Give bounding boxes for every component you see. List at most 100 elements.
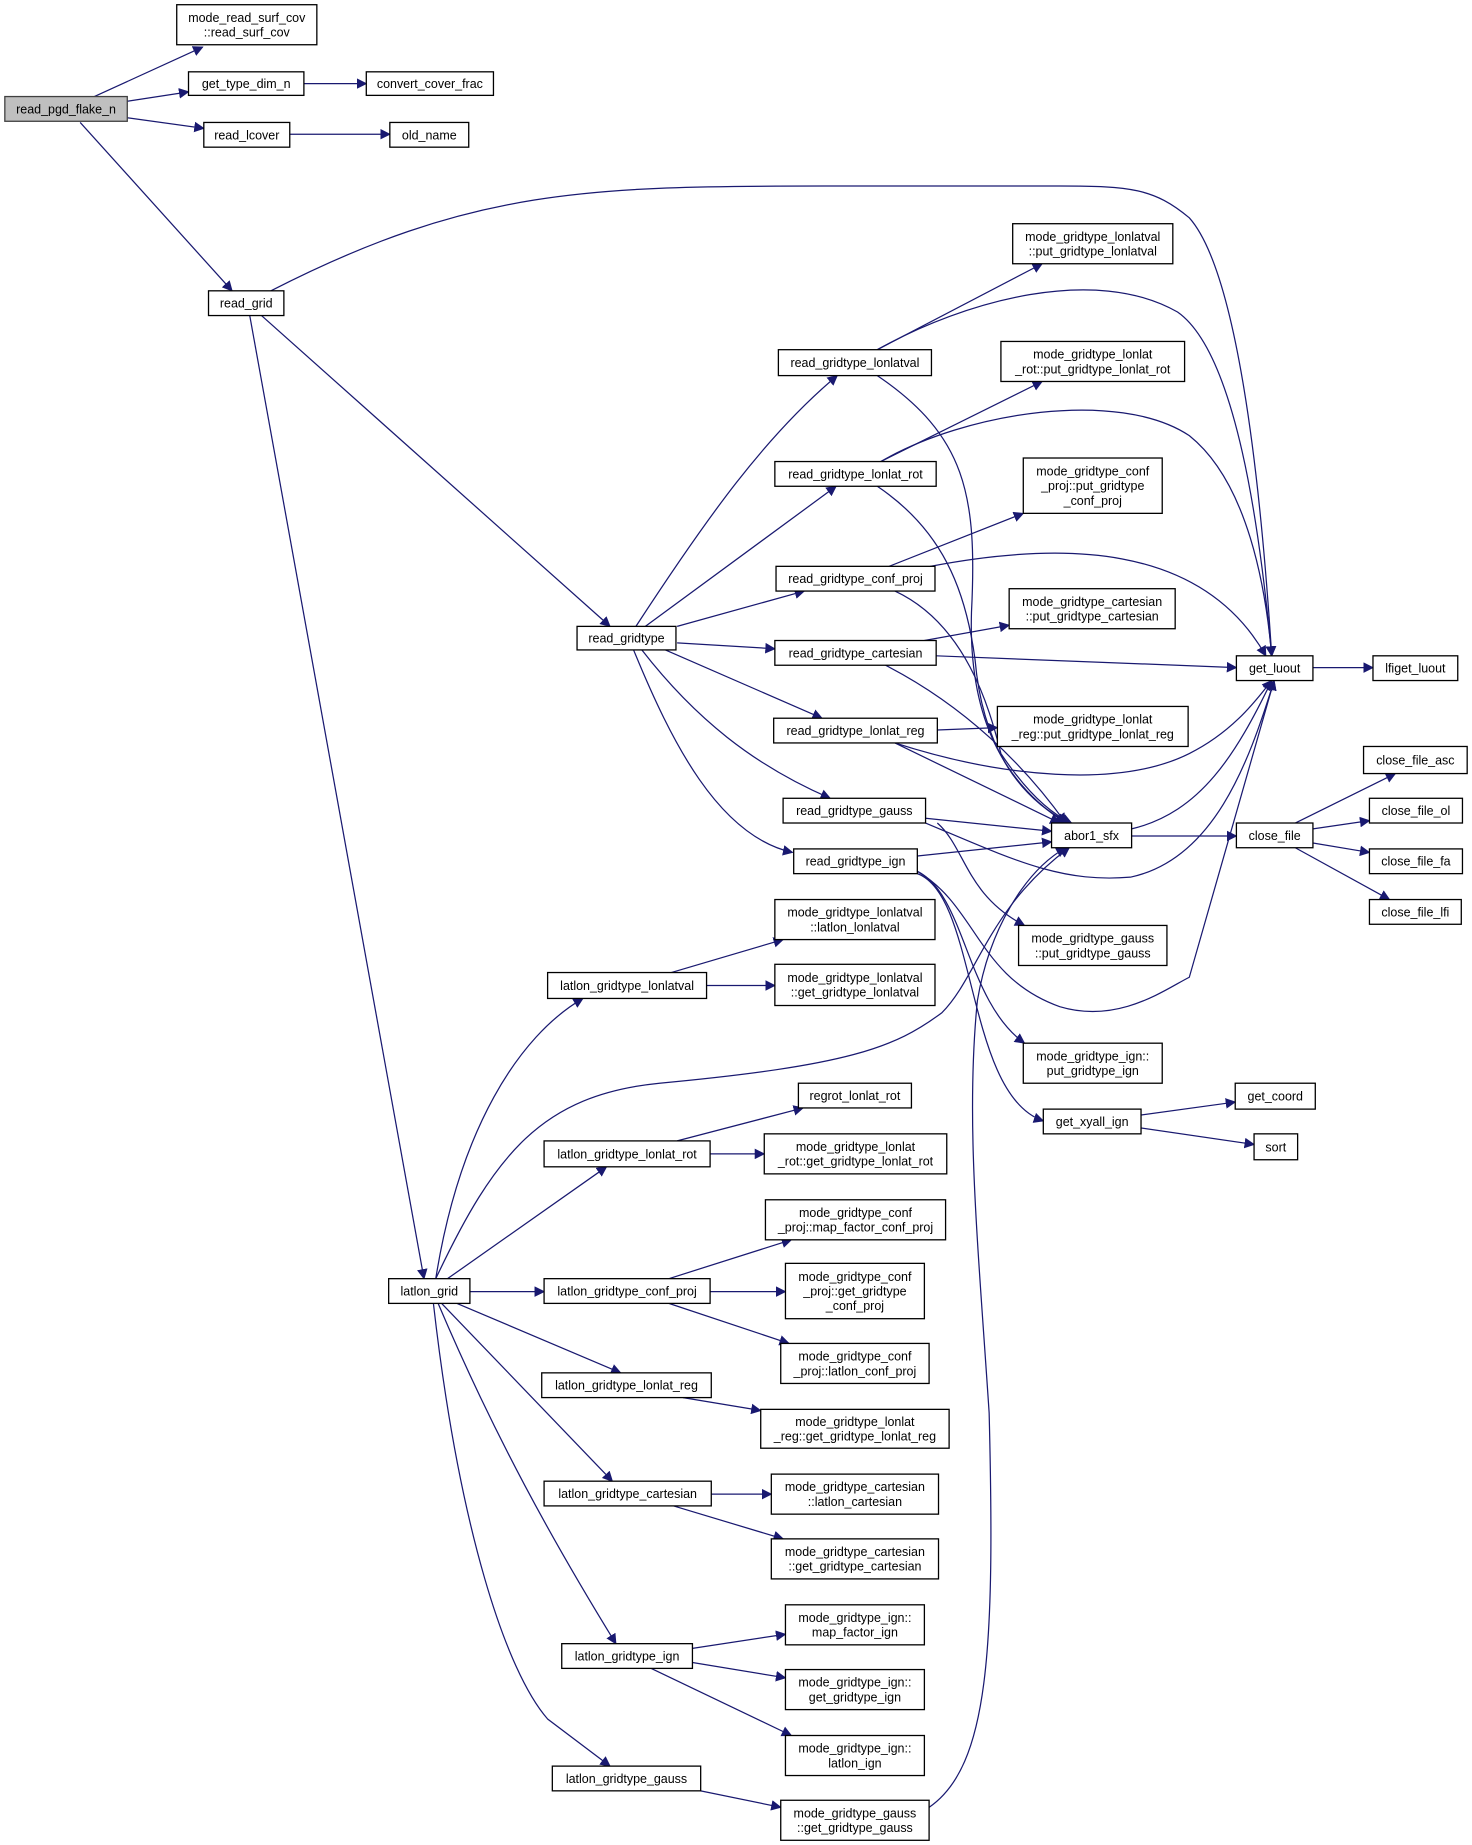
node-latlon-grid[interactable]: latlon_grid (388, 1278, 471, 1305)
node-label: read_gridtype_gauss (796, 804, 912, 818)
node-label: abor1_sfx (1064, 829, 1120, 843)
node-read-gridtype-gauss[interactable]: read_gridtype_gauss (782, 797, 927, 824)
node-label: read_grid (220, 297, 273, 311)
node-label: latlon_gridtype_lonlat_rot (557, 1147, 697, 1161)
node-read-pgd-flake-n[interactable]: read_pgd_flake_n (4, 95, 128, 122)
node-convert-cover-frac[interactable]: convert_cover_frac (365, 71, 495, 97)
node-latlon-conf-proj[interactable]: mode_gridtype_conf_proj::latlon_conf_pro… (780, 1342, 930, 1385)
node-box (1017, 924, 1168, 967)
node-old-name[interactable]: old_name (389, 121, 470, 148)
node-get-gridtype-cartesian[interactable]: mode_gridtype_cartesian::get_gridtype_ca… (770, 1538, 940, 1580)
node-read-gridtype-conf-proj[interactable]: read_gridtype_conf_proj (775, 565, 936, 592)
node-put-gridtype-cartesian[interactable]: mode_gridtype_cartesian::put_gridtype_ca… (1008, 588, 1176, 630)
call-edge (880, 409, 1277, 657)
node-get-gridtype-conf-proj[interactable]: mode_gridtype_conf_proj::get_gridtype_co… (784, 1262, 926, 1320)
node-read-gridtype-lonlat-rot[interactable]: read_gridtype_lonlat_rot (774, 460, 937, 487)
node-box (784, 1734, 926, 1777)
call-edge (673, 1505, 785, 1542)
node-read-gridtype-lonlatval[interactable]: read_gridtype_lonlatval (777, 349, 933, 377)
node-read-gridtype[interactable]: read_gridtype (576, 625, 677, 651)
node-label: ::latlon_lonlatval (810, 920, 899, 934)
node-lfiget-luout[interactable]: lfiget_luout (1372, 655, 1459, 682)
node-label: latlon_gridtype_gauss (566, 1772, 687, 1786)
node-get-xyall-ign[interactable]: get_xyall_ign (1042, 1108, 1142, 1135)
node-put-gridtype-conf-proj[interactable]: mode_gridtype_conf_proj::put_gridtype_co… (1022, 457, 1163, 514)
node-get-gridtype-lonlatval[interactable]: mode_gridtype_lonlatval::get_gridtype_lo… (774, 963, 936, 1007)
call-edge (936, 655, 1238, 673)
node-put-gridtype-lonlat-reg[interactable]: mode_gridtype_lonlat_reg::put_gridtype_l… (996, 705, 1189, 748)
node-box (774, 898, 936, 941)
node-read-gridtype-lonlat-reg[interactable]: read_gridtype_lonlat_reg (773, 717, 938, 744)
node-close-file-lfi[interactable]: close_file_lfi (1368, 898, 1462, 925)
call-edge (437, 1303, 617, 1645)
node-box (176, 4, 318, 46)
call-edge (917, 679, 1277, 1013)
node-close-file[interactable]: close_file (1235, 822, 1314, 849)
node-box (774, 460, 937, 487)
node-latlon-gridtype-ign[interactable]: latlon_gridtype_ign (561, 1643, 694, 1670)
node-box (561, 1643, 694, 1670)
node-label: mode_gridtype_gauss (1031, 932, 1154, 946)
node-box (543, 1278, 711, 1305)
call-edge (1140, 1127, 1256, 1149)
node-put-gridtype-gauss[interactable]: mode_gridtype_gauss::put_gridtype_gauss (1017, 924, 1168, 967)
node-read-gridtype-ign[interactable]: read_gridtype_ign (793, 848, 918, 875)
node-label: map_factor_ign (812, 1626, 898, 1640)
node-label: get_type_dim_n (202, 77, 291, 91)
node-regrot-lonlat-rot[interactable]: regrot_lonlat_rot (797, 1082, 913, 1109)
node-map-factor-ign[interactable]: mode_gridtype_ign::map_factor_ign (784, 1604, 926, 1646)
node-box (1042, 1108, 1142, 1135)
node-latlon-gridtype-lonlat-reg[interactable]: latlon_gridtype_lonlat_reg (541, 1372, 712, 1399)
call-edge (94, 46, 204, 98)
node-box (1050, 822, 1133, 849)
node-latlon-gridtype-lonlat-rot[interactable]: latlon_gridtype_lonlat_rot (543, 1140, 711, 1168)
node-label: close_file_lfi (1381, 905, 1449, 919)
node-box (773, 717, 938, 744)
node-latlon-gridtype-conf-proj[interactable]: latlon_gridtype_conf_proj (543, 1278, 711, 1305)
node-read-grid[interactable]: read_grid (207, 290, 285, 317)
node-label: mode_gridtype_lonlat (795, 1415, 915, 1429)
node-box (1368, 797, 1464, 824)
node-label: ::put_gridtype_gauss (1035, 946, 1151, 960)
call-edge (435, 847, 1071, 1279)
node-label: regrot_lonlat_rot (810, 1089, 901, 1103)
call-edge (925, 679, 1277, 879)
node-close-file-ol[interactable]: close_file_ol (1368, 797, 1464, 824)
node-close-file-asc[interactable]: close_file_asc (1362, 745, 1468, 775)
node-close-file-fa[interactable]: close_file_fa (1368, 848, 1464, 875)
node-abor1-sfx[interactable]: abor1_sfx (1050, 822, 1133, 849)
node-get-gridtype-lonlat-reg[interactable]: mode_gridtype_lonlat_reg::get_gridtype_l… (760, 1408, 950, 1449)
node-label: mode_gridtype_lonlatval (787, 906, 922, 920)
call-edge (917, 873, 1045, 1123)
node-get-gridtype-ign[interactable]: mode_gridtype_ign::get_gridtype_ign (784, 1668, 926, 1711)
node-latlon-cartesian[interactable]: mode_gridtype_cartesian::latlon_cartesia… (770, 1473, 940, 1515)
node-map-factor-conf-proj[interactable]: mode_gridtype_conf_proj::map_factor_conf… (764, 1199, 947, 1241)
node-read-surf-cov[interactable]: mode_read_surf_cov::read_surf_cov (176, 4, 318, 46)
node-latlon-gridtype-gauss[interactable]: latlon_gridtype_gauss (551, 1765, 702, 1792)
node-get-gridtype-lonlat-rot[interactable]: mode_gridtype_lonlat_rot::get_gridtype_l… (763, 1133, 948, 1175)
node-label: get_gridtype_ign (809, 1690, 901, 1704)
node-latlon-gridtype-cartesian[interactable]: latlon_gridtype_cartesian (543, 1480, 712, 1507)
node-get-type-dim-n[interactable]: get_type_dim_n (187, 71, 305, 97)
node-put-gridtype-ign[interactable]: mode_gridtype_ign::put_gridtype_ign (1022, 1042, 1163, 1084)
node-get-gridtype-gauss[interactable]: mode_gridtype_gauss::get_gridtype_gauss (780, 1799, 930, 1841)
node-box (1012, 223, 1174, 265)
node-latlon-gridtype-lonlatval[interactable]: latlon_gridtype_lonlatval (546, 971, 708, 1000)
node-latlon-ign[interactable]: mode_gridtype_ign::latlon_ign (784, 1734, 926, 1777)
node-label: _conf_proj (825, 1299, 884, 1313)
call-edge (127, 117, 205, 133)
node-sort[interactable]: sort (1253, 1133, 1299, 1161)
node-get-luout[interactable]: get_luout (1235, 655, 1314, 682)
node-label: mode_gridtype_cartesian (785, 1545, 925, 1559)
node-latlon-lonlatval[interactable]: mode_gridtype_lonlatval::latlon_lonlatva… (774, 898, 936, 941)
node-read-lcover[interactable]: read_lcover (203, 121, 291, 148)
node-label: mode_gridtype_lonlat (1033, 348, 1153, 362)
node-get-coord[interactable]: get_coord (1234, 1082, 1316, 1110)
node-put-gridtype-lonlat-rot[interactable]: mode_gridtype_lonlat_rot::put_gridtype_l… (1000, 340, 1186, 383)
node-read-gridtype-cartesian[interactable]: read_gridtype_cartesian (774, 639, 937, 666)
node-put-gridtype-lonlatval[interactable]: mode_gridtype_lonlatval::put_gridtype_lo… (1012, 223, 1174, 265)
call-edge (888, 511, 1025, 567)
node-box (764, 1199, 947, 1241)
node-label: mode_gridtype_cartesian (1022, 595, 1162, 609)
call-edge (644, 485, 837, 627)
